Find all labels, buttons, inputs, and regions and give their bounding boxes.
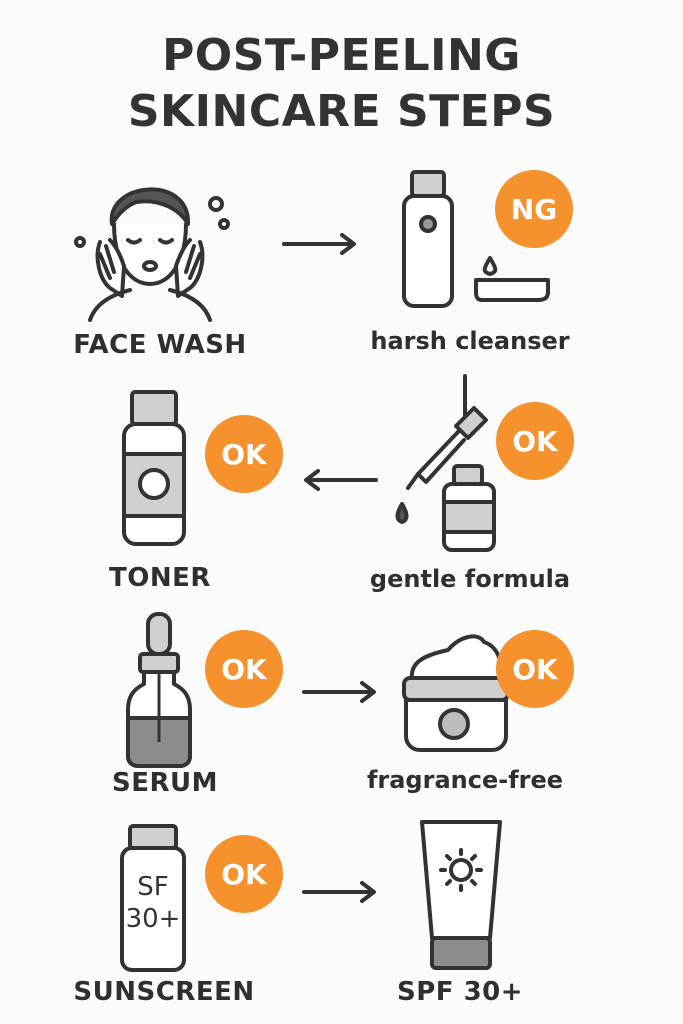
spf-tube-icon bbox=[420, 820, 502, 970]
cream-jar-icon bbox=[402, 634, 510, 752]
sunscreen-bottle-text-2: 30+ bbox=[125, 904, 181, 934]
face-wash-icon bbox=[74, 187, 230, 322]
arrow-right-icon bbox=[282, 233, 356, 255]
title-line-2: SKINCARE STEPS bbox=[127, 86, 556, 137]
sunscreen-bottle-icon: SF 30+ bbox=[118, 822, 188, 974]
ok-badge-gentle-formula: OK bbox=[496, 402, 574, 480]
page-title: POST-PEELING SKINCARE STEPS bbox=[0, 28, 683, 140]
label-toner: TONER bbox=[109, 563, 211, 593]
ok-badge-toner: OK bbox=[205, 415, 283, 493]
label-spf-30: SPF 30+ bbox=[396, 977, 524, 1007]
arrow-left-icon bbox=[304, 469, 378, 491]
cleanser-bottle-icon bbox=[402, 170, 550, 308]
dropper-bottle-icon bbox=[395, 406, 496, 552]
arrow-right-icon bbox=[302, 681, 376, 703]
ok-badge-fragrance-free: OK bbox=[496, 630, 574, 708]
label-face-wash: FACE WASH bbox=[73, 330, 247, 360]
arrow-right-icon bbox=[302, 881, 376, 903]
ng-badge: NG bbox=[495, 170, 573, 248]
toner-bottle-icon bbox=[122, 390, 186, 546]
ok-badge-sunscreen: OK bbox=[205, 835, 283, 913]
sunscreen-bottle-text-1: SF bbox=[137, 872, 169, 902]
ok-badge-serum: OK bbox=[205, 630, 283, 708]
label-serum: SERUM bbox=[112, 768, 218, 798]
label-harsh-cleanser: harsh cleanser bbox=[370, 327, 570, 355]
label-gentle-formula: gentle formula bbox=[369, 565, 571, 593]
title-line-1: POST-PEELING bbox=[162, 30, 521, 81]
label-fragrance-free: fragrance-free bbox=[366, 766, 564, 794]
serum-dropper-icon bbox=[126, 612, 192, 768]
label-sunscreen: SUNSCREEN bbox=[73, 977, 255, 1007]
